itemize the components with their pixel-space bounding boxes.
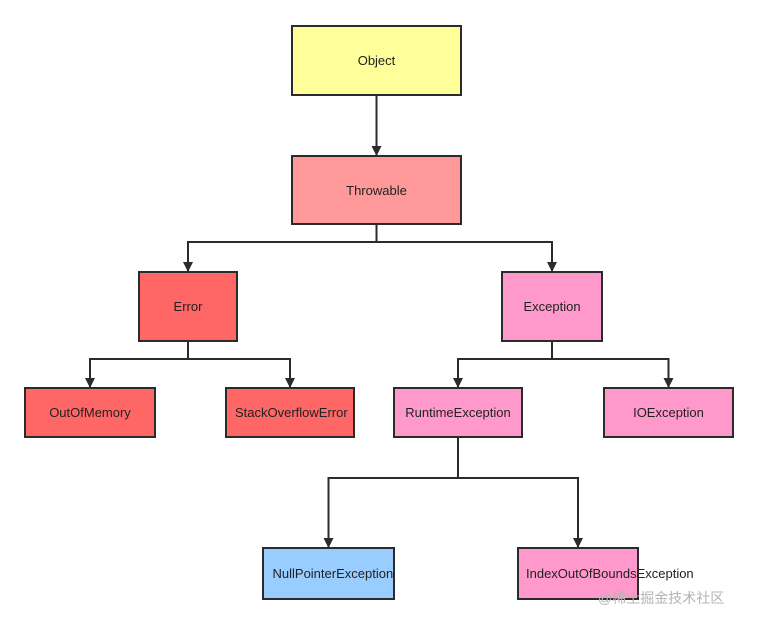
node-error[interactable]: Error [138, 271, 238, 342]
node-object[interactable]: Object [291, 25, 462, 96]
edge-exception-to-io_exception [551, 342, 674, 388]
edge-runtime_exception-to-null_pointer_exception [323, 438, 459, 548]
node-error-label: Error [173, 299, 203, 314]
node-index-out-of-bounds-exception-label: IndexOutOfBoundsException [526, 566, 694, 581]
node-stack-overflow-error-label: StackOverflowError [235, 405, 348, 420]
node-out-of-memory-label: OutOfMemory [49, 405, 131, 420]
node-exception-label: Exception [523, 299, 581, 314]
node-null-pointer-exception[interactable]: NullPointerException [262, 547, 395, 600]
node-throwable[interactable]: Throwable [291, 155, 462, 225]
edge-error-to-stack_overflow_error [187, 342, 295, 388]
edge-throwable-to-error [183, 225, 378, 272]
node-stack-overflow-error[interactable]: StackOverflowError [225, 387, 355, 438]
node-io-exception[interactable]: IOException [603, 387, 734, 438]
node-index-out-of-bounds-exception[interactable]: IndexOutOfBoundsException [517, 547, 694, 600]
edge-throwable-to-exception [375, 225, 557, 272]
node-io-exception-label: IOException [633, 405, 704, 420]
edge-runtime_exception-to-index_out_of_bounds_exception [457, 438, 583, 548]
edge-exception-to-runtime_exception [453, 342, 553, 388]
watermark-text: @稀土掘金技术社区 [598, 590, 725, 606]
node-object-label: Object [357, 53, 396, 68]
node-out-of-memory[interactable]: OutOfMemory [24, 387, 156, 438]
node-runtime-exception-label: RuntimeException [405, 405, 511, 420]
edge-error-to-out_of_memory [85, 342, 189, 388]
node-exception[interactable]: Exception [501, 271, 603, 342]
node-runtime-exception[interactable]: RuntimeException [393, 387, 523, 438]
node-throwable-label: Throwable [346, 182, 407, 198]
node-null-pointer-exception-label: NullPointerException [272, 566, 394, 581]
